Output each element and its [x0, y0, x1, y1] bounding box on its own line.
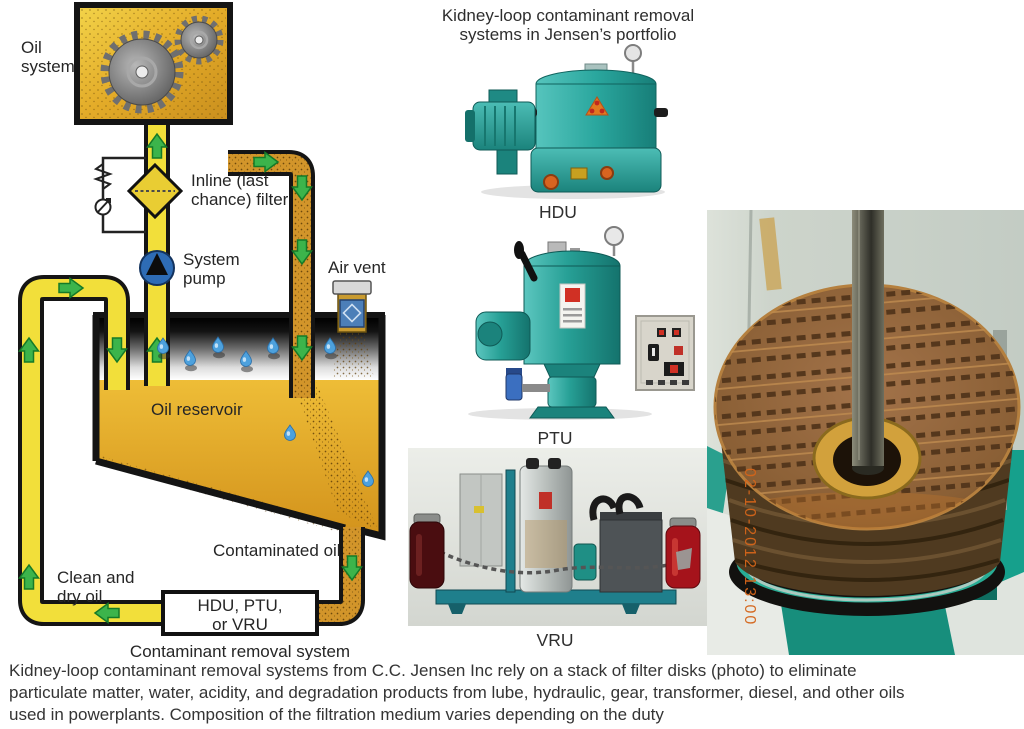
figure-caption-line2: particulate matter, water, acidity, and … [9, 683, 905, 702]
large-gear-icon [100, 30, 184, 114]
portfolio-title: Kidney-loop contaminant removal systems … [408, 6, 728, 44]
bypass-relief-valve [93, 156, 146, 234]
ptu-photo [468, 226, 695, 420]
ptu-machine-illustration [475, 226, 695, 419]
schematic-caption: Contaminant removal system [130, 642, 350, 660]
figure-caption: Kidney-loop contaminant removal systems … [9, 660, 1021, 726]
clean-oil-jar [665, 517, 701, 589]
clean-oil-pipe [18, 275, 170, 626]
water-droplets [157, 336, 374, 487]
oil-reservoir-tank [92, 312, 386, 541]
portfolio-title-line2: systems in Jensen’s portfolio [459, 25, 677, 44]
air-vent [332, 280, 372, 333]
inline-filter-label-line1: Inline (last [191, 171, 269, 190]
removal-unit-line1: HDU, PTU, [198, 596, 283, 615]
hdu-machine-illustration [465, 44, 668, 193]
removal-unit-line2: or VRU [212, 615, 268, 634]
system-pump-label-line1: System [183, 250, 240, 269]
air-vent-label: Air vent [328, 258, 386, 277]
hdu-label: HDU [539, 202, 577, 222]
dirty-oil-jar [409, 513, 445, 589]
lever-handle-icon [518, 250, 538, 282]
figure-caption-line3: used in powerplants. Composition of the … [9, 705, 664, 724]
portfolio-title-line1: Kidney-loop contaminant removal [441, 6, 695, 25]
oil-system-label-line1: Oil [21, 38, 42, 57]
photo-timestamp: 02-10-2012 13:00 [741, 468, 758, 626]
oil-circuit-diagram: HDU, PTU, or VRU [18, 2, 386, 660]
removal-unit-box: HDU, PTU, or VRU [161, 590, 319, 636]
ptu-label: PTU [537, 428, 573, 448]
hose-chain [423, 542, 689, 575]
inline-filter-label-line2: chance) filter [191, 190, 289, 209]
vru-label: VRU [536, 630, 574, 650]
pressure-gauge-icon [624, 44, 642, 62]
shaft [852, 210, 884, 466]
system-pump-label-line2: pump [183, 269, 226, 288]
pump-unit [573, 543, 597, 581]
vru-machine-illustration [409, 458, 701, 614]
pressure-gauge-icon [604, 226, 624, 246]
contaminated-oil-label: Contaminated oil [213, 541, 341, 560]
figure-caption-line1: Kidney-loop contaminant removal systems … [9, 661, 857, 680]
vru-photo [408, 448, 708, 626]
filter-disk-photo: 02-10-2012 13:00 [707, 210, 1024, 655]
vessel-label-icon [539, 492, 552, 509]
contaminated-outlet-pipe [310, 527, 365, 626]
blue-fitting-icon [505, 373, 523, 401]
oil-system-label-line2: system [21, 57, 75, 76]
hdu-photo [465, 44, 668, 199]
small-gear-icon [174, 15, 224, 65]
cooler-unit [599, 519, 663, 593]
oil-system-box [74, 2, 233, 125]
center-ring-and-shaft [812, 210, 922, 500]
clean-dry-oil-label-line1: Clean and [57, 568, 135, 587]
oil-reservoir-label: Oil reservoir [151, 400, 243, 419]
inline-filter [126, 162, 184, 220]
control-panel-icon [635, 315, 695, 391]
system-pump [139, 250, 175, 286]
clean-dry-oil-label-line2: dry oil [57, 587, 102, 606]
